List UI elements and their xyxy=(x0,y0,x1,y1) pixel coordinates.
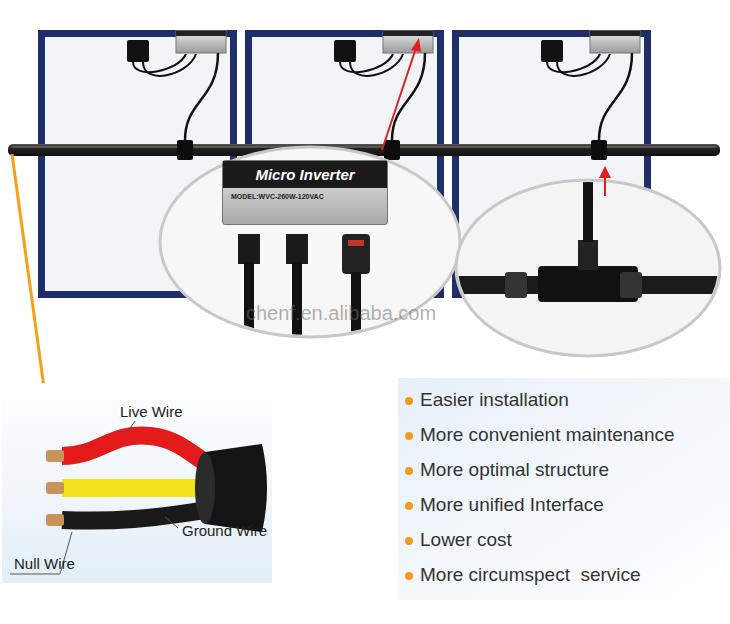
t-connector xyxy=(384,140,400,160)
ac-drop-cable xyxy=(392,53,425,140)
arrowhead xyxy=(599,166,611,178)
feature-item: Lower cost xyxy=(420,529,512,551)
tee-detail xyxy=(450,170,730,302)
feature-item: More unified Interface xyxy=(420,494,604,516)
drop-cable xyxy=(583,170,593,242)
junction-box xyxy=(541,40,563,62)
inverter-leads xyxy=(238,234,370,342)
t-connector xyxy=(177,140,193,160)
wire-label: Live Wire xyxy=(120,403,183,420)
inverter-label-band xyxy=(590,31,640,36)
junction-box xyxy=(334,40,356,62)
micro-inverter xyxy=(383,31,433,53)
feature-item: More circumspect service xyxy=(420,564,641,586)
feature-item: More convenient maintenance xyxy=(420,424,675,446)
inverter-label-band xyxy=(383,31,433,36)
tee-zoom xyxy=(450,170,730,356)
watermark: chenf.en.alibaba.com xyxy=(246,302,436,325)
bullet-dot xyxy=(405,467,413,475)
micro-inverter xyxy=(590,31,640,53)
red-pointer xyxy=(604,176,606,196)
bullet-dot xyxy=(405,502,413,510)
zoom-circle xyxy=(160,147,460,337)
wire-label: Ground Wire xyxy=(182,522,267,539)
copper-tip xyxy=(46,450,64,462)
leader-line xyxy=(10,574,60,575)
ac-drop-cable xyxy=(185,53,218,140)
micro-inverter xyxy=(176,31,226,53)
inverter-label-band xyxy=(176,31,226,36)
feature-item: More optimal structure xyxy=(420,459,609,481)
inverter-zoom xyxy=(160,147,460,342)
cable-panel xyxy=(2,383,272,583)
dc-lead xyxy=(143,54,196,76)
cable-highlight xyxy=(12,147,716,148)
bullet-dot xyxy=(405,397,413,405)
ac-connector xyxy=(342,234,370,274)
wire-label: Null Wire xyxy=(14,555,75,572)
leader-line xyxy=(126,421,135,434)
dc-connector xyxy=(238,234,260,264)
model-text: MODEL:WVC-260W-120VAC xyxy=(223,188,387,224)
cable-coupler xyxy=(505,272,527,298)
dc-lead xyxy=(340,54,393,72)
dc-lead xyxy=(350,54,403,76)
bullets xyxy=(405,397,413,580)
bullet-dot xyxy=(405,432,413,440)
dc-lead xyxy=(547,54,600,72)
red-pointer xyxy=(382,48,416,150)
t-connector xyxy=(591,140,607,160)
feature-item: Easier installation xyxy=(420,389,569,411)
sheath-end xyxy=(195,452,215,524)
feature-list xyxy=(398,378,730,600)
tee-stem xyxy=(578,240,598,270)
junction-box xyxy=(127,40,149,62)
cable-cross-section xyxy=(2,383,272,583)
leader-line xyxy=(165,517,178,528)
arrowhead xyxy=(411,38,421,52)
dc-lead xyxy=(557,54,610,76)
bullet-dot xyxy=(405,537,413,545)
dc-connector xyxy=(286,234,308,264)
inverter-title: Micro Inverter xyxy=(223,161,387,188)
ac-drop-cable xyxy=(599,53,632,140)
inverter-box: Micro InverterMODEL:WVC-260W-120VAC xyxy=(222,160,388,225)
ac-connector-ring xyxy=(348,240,364,246)
bullet-dot xyxy=(405,572,413,580)
copper-tip xyxy=(46,514,64,526)
dc-lead xyxy=(133,54,186,72)
list-panel xyxy=(398,378,730,600)
cable-coupler xyxy=(620,272,642,298)
copper-tip xyxy=(46,482,64,494)
